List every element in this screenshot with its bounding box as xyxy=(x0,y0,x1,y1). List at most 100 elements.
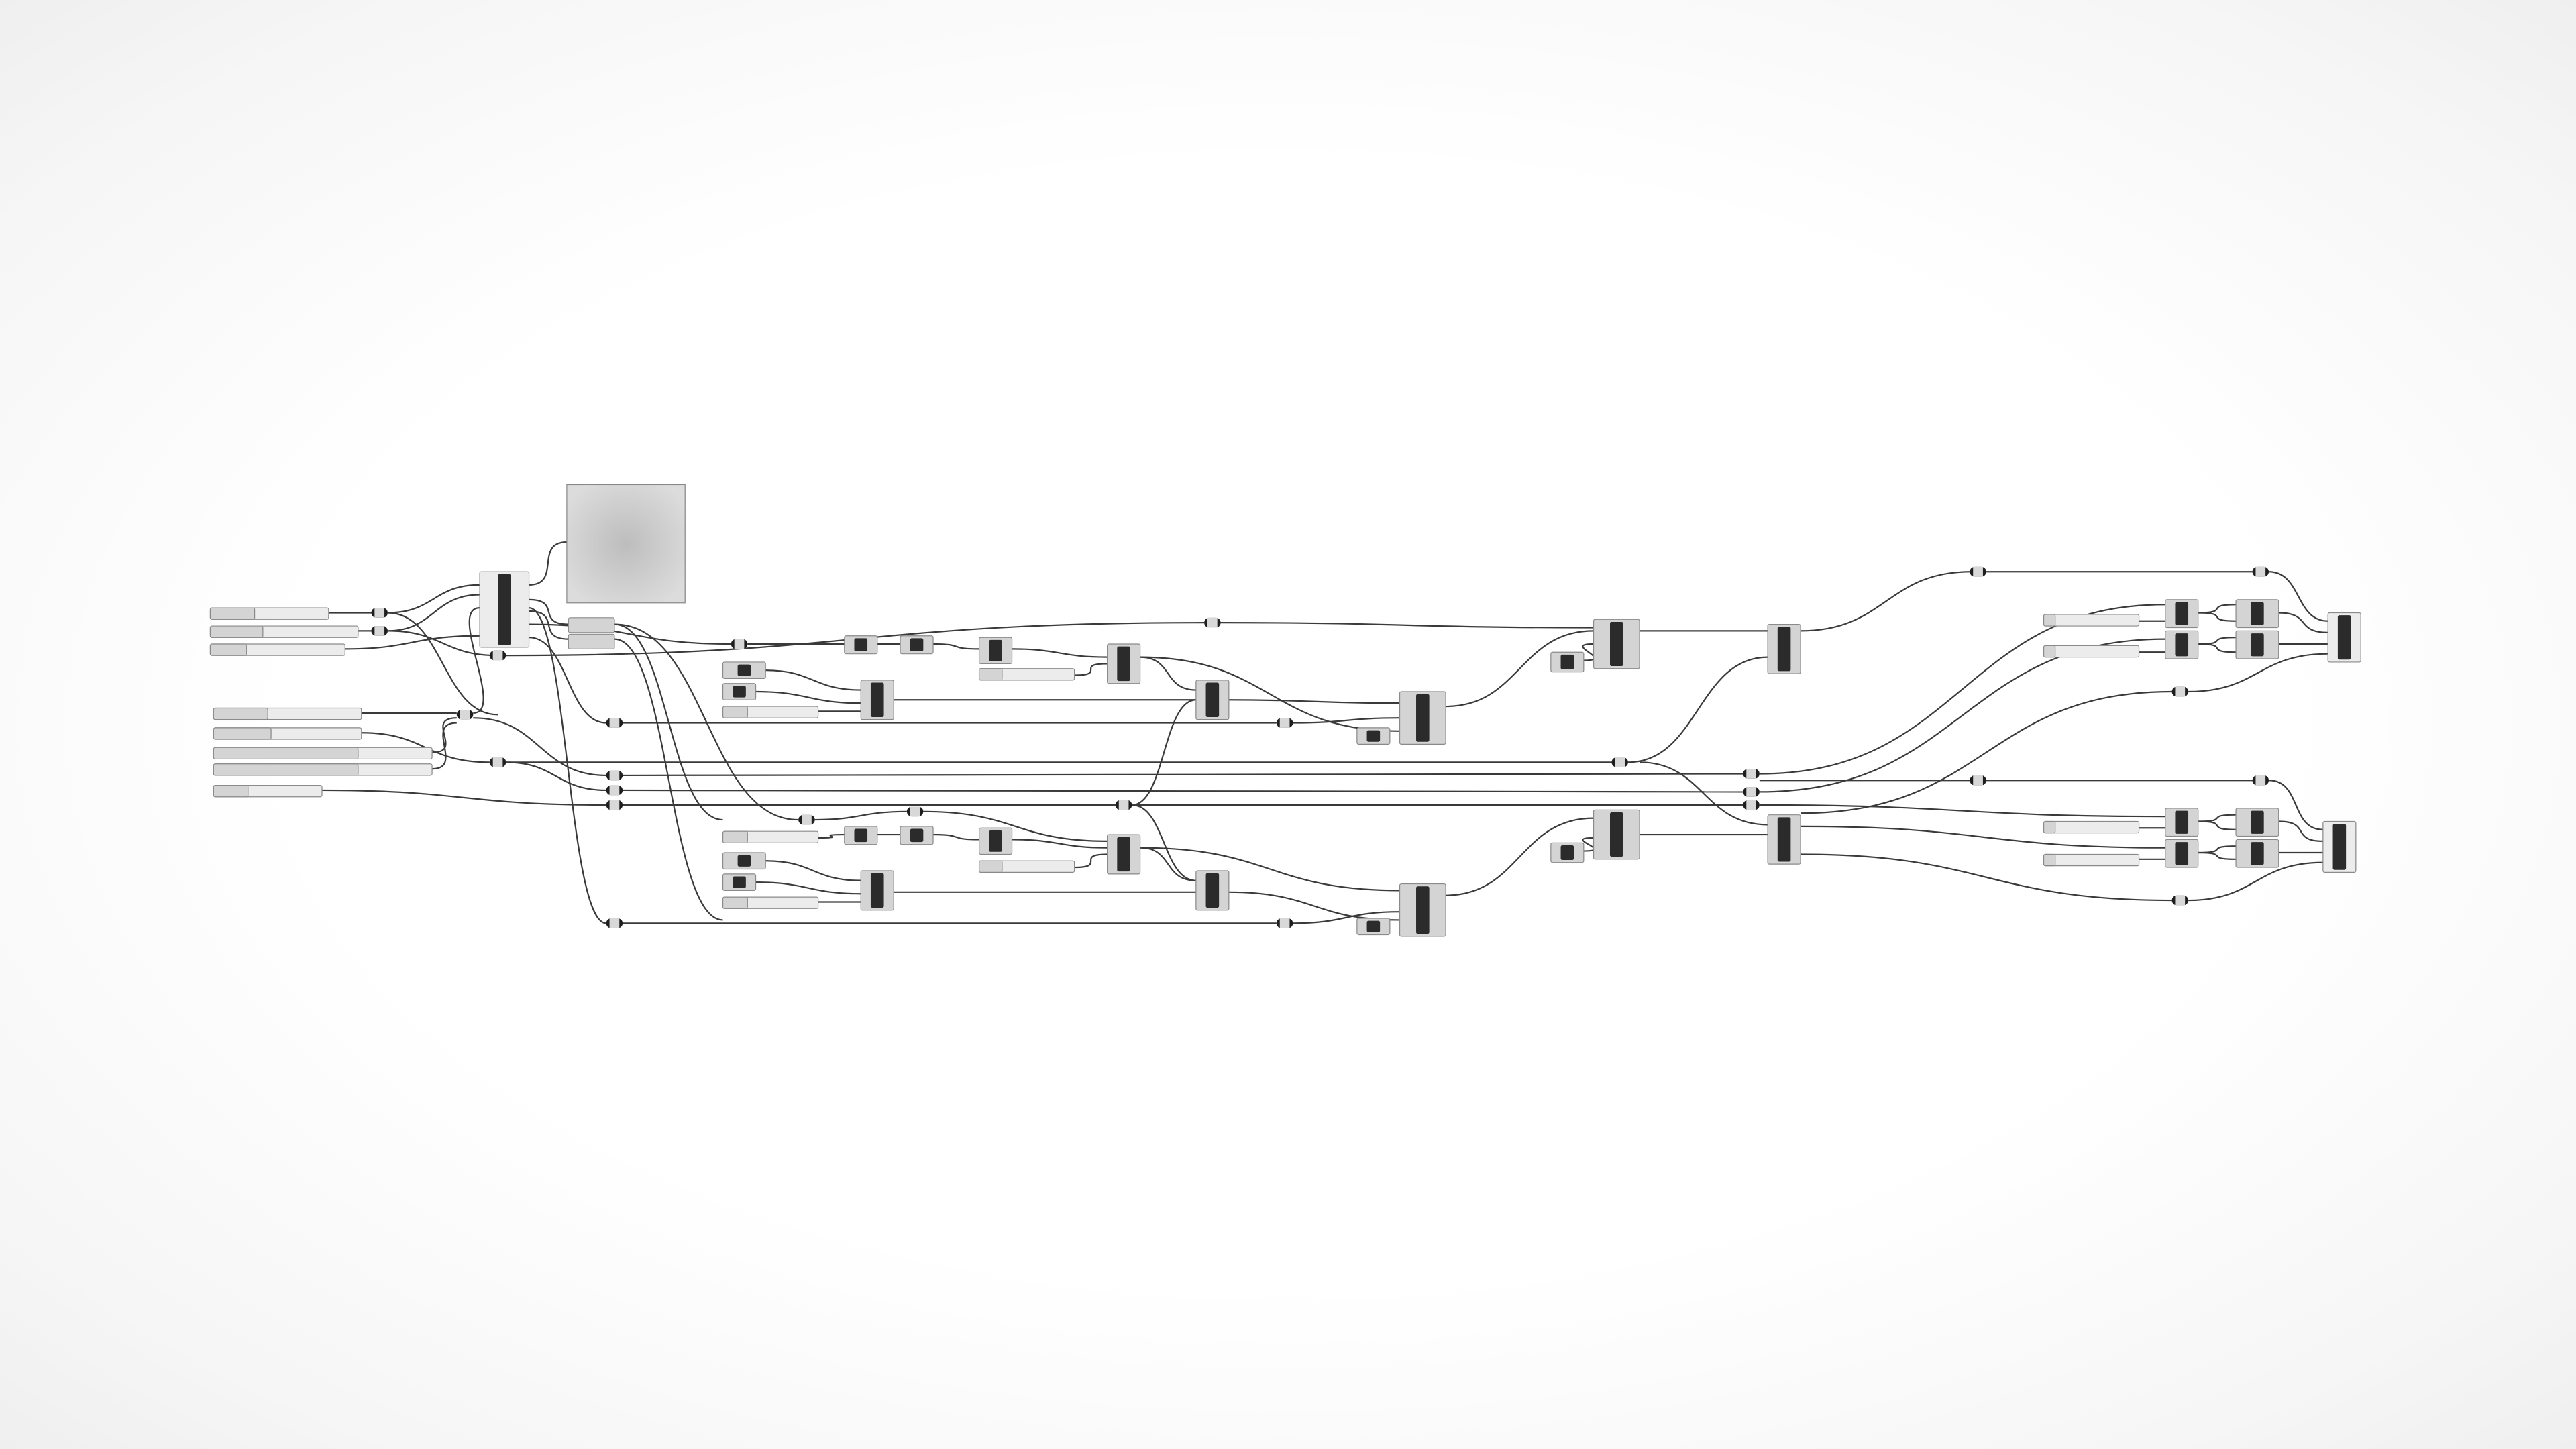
number-slider[interactable] xyxy=(978,860,1075,873)
relay-node[interactable] xyxy=(731,639,748,649)
relay-node[interactable] xyxy=(606,800,623,810)
wire xyxy=(529,598,569,625)
number-slider[interactable] xyxy=(722,706,819,718)
component-node[interactable] xyxy=(1195,870,1230,911)
relay-node[interactable] xyxy=(1276,918,1293,928)
wire xyxy=(1140,847,1400,892)
relay-node[interactable] xyxy=(798,814,815,825)
panel-preview[interactable] xyxy=(566,484,686,604)
component-node[interactable] xyxy=(1195,680,1230,720)
relay-node[interactable] xyxy=(1276,718,1293,728)
number-slider[interactable] xyxy=(209,607,329,620)
wire xyxy=(387,594,480,632)
component-node[interactable] xyxy=(1356,918,1391,936)
component-node[interactable] xyxy=(2235,630,2279,659)
relay-node[interactable] xyxy=(2171,686,2189,697)
component-node[interactable] xyxy=(2165,630,2199,659)
component-node[interactable] xyxy=(2327,612,2361,663)
relay-node[interactable] xyxy=(606,918,623,928)
number-slider[interactable] xyxy=(213,707,362,720)
component-node[interactable] xyxy=(1399,691,1446,745)
component-node[interactable] xyxy=(1767,814,1801,865)
component-node[interactable] xyxy=(900,826,934,845)
relay-node[interactable] xyxy=(1611,757,1628,767)
relay-node[interactable] xyxy=(371,608,388,618)
component-node[interactable] xyxy=(844,826,878,845)
component-node[interactable] xyxy=(2165,839,2199,868)
component-node[interactable] xyxy=(2165,808,2199,837)
relay-node[interactable] xyxy=(1970,775,1986,786)
component-node[interactable] xyxy=(479,571,530,648)
wire xyxy=(623,789,1743,793)
relay-node[interactable] xyxy=(1743,787,1760,797)
number-slider[interactable] xyxy=(2043,820,2140,834)
wire xyxy=(2198,604,2237,614)
component-node[interactable] xyxy=(2235,839,2279,868)
component-node[interactable] xyxy=(1107,834,1141,875)
relay-node[interactable] xyxy=(2252,566,2269,577)
wire xyxy=(2198,643,2237,653)
relay-node[interactable] xyxy=(371,626,388,636)
relay-node[interactable] xyxy=(1743,800,1760,810)
number-slider[interactable] xyxy=(722,896,819,909)
wire xyxy=(1446,817,1594,896)
number-slider[interactable] xyxy=(2043,645,2140,658)
number-slider[interactable] xyxy=(213,763,433,776)
component-node[interactable] xyxy=(900,635,934,655)
number-slider[interactable] xyxy=(2043,614,2140,627)
wire xyxy=(1801,853,2172,902)
wire xyxy=(2188,861,2323,902)
relay-node[interactable] xyxy=(1204,617,1221,628)
component-node[interactable] xyxy=(1356,727,1391,745)
relay-node[interactable] xyxy=(1115,800,1132,810)
component-node[interactable] xyxy=(978,637,1013,664)
number-slider[interactable] xyxy=(213,727,362,740)
component-node[interactable] xyxy=(1593,809,1640,860)
param-node[interactable] xyxy=(568,617,615,633)
component-node[interactable] xyxy=(1550,651,1585,673)
number-slider[interactable] xyxy=(2043,853,2140,867)
component-node[interactable] xyxy=(860,870,894,911)
relay-node[interactable] xyxy=(2252,775,2269,786)
component-node[interactable] xyxy=(978,827,1013,855)
component-node[interactable] xyxy=(2322,820,2357,873)
relay-node[interactable] xyxy=(606,718,623,728)
relay-node[interactable] xyxy=(489,757,506,767)
component-node[interactable] xyxy=(1767,624,1801,674)
component-node[interactable] xyxy=(722,873,757,891)
relay-node[interactable] xyxy=(1970,566,1986,577)
component-node[interactable] xyxy=(2235,599,2279,629)
wire xyxy=(1801,571,1972,632)
component-node[interactable] xyxy=(2235,808,2279,837)
component-node[interactable] xyxy=(722,852,766,870)
number-slider[interactable] xyxy=(722,830,819,843)
wire xyxy=(1293,911,1400,924)
number-slider[interactable] xyxy=(213,785,323,798)
relay-node[interactable] xyxy=(606,785,623,796)
relay-node[interactable] xyxy=(456,709,474,720)
relay-node[interactable] xyxy=(606,770,623,781)
component-node[interactable] xyxy=(1399,883,1446,937)
component-node[interactable] xyxy=(1107,643,1141,684)
component-node[interactable] xyxy=(2165,599,2199,629)
relay-node[interactable] xyxy=(906,806,924,817)
wire xyxy=(387,612,498,716)
component-node[interactable] xyxy=(860,680,894,720)
wire xyxy=(2198,637,2237,645)
component-node[interactable] xyxy=(722,661,766,680)
relay-node[interactable] xyxy=(2171,895,2189,906)
component-node[interactable] xyxy=(722,683,757,700)
component-node[interactable] xyxy=(1593,619,1640,669)
param-node[interactable] xyxy=(568,633,615,649)
number-slider[interactable] xyxy=(978,668,1075,681)
relay-node[interactable] xyxy=(489,650,506,661)
wire xyxy=(529,637,606,724)
number-slider[interactable] xyxy=(209,625,359,638)
relay-node[interactable] xyxy=(1743,769,1760,779)
wire xyxy=(1220,622,1594,629)
number-slider[interactable] xyxy=(213,747,433,760)
component-node[interactable] xyxy=(1550,842,1585,863)
component-node[interactable] xyxy=(844,635,878,655)
number-slider[interactable] xyxy=(209,643,345,656)
